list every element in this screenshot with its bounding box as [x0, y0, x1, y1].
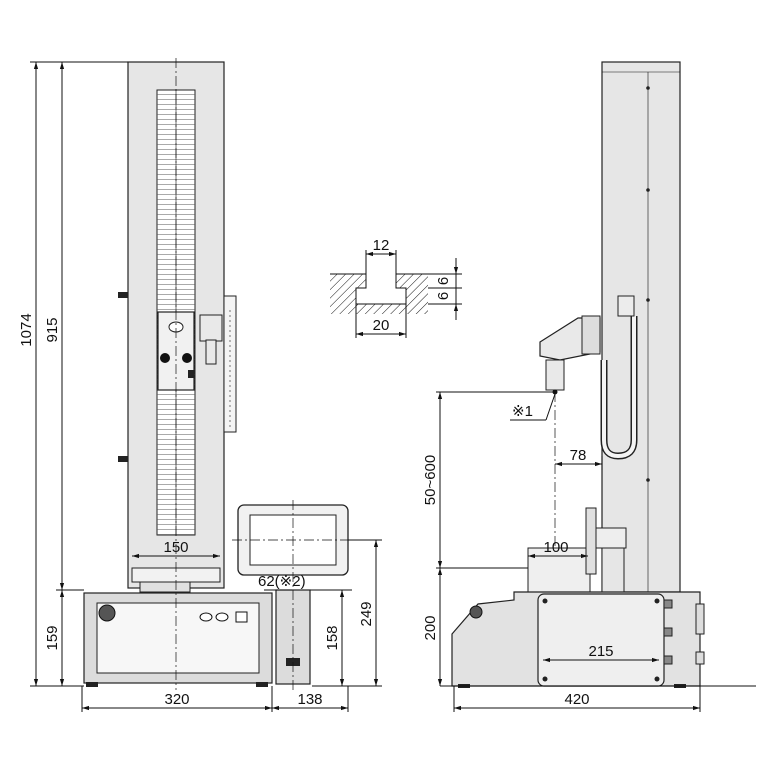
- slot-detail: 12 20 6 6: [330, 237, 462, 338]
- dim-side-inner-width: 215: [588, 643, 613, 660]
- dim-slot-depth-a: 6: [435, 277, 452, 285]
- dim-slot-depth-b: 6: [435, 292, 452, 300]
- dim-base-width: 320: [164, 691, 189, 708]
- dim-note: ※1: [512, 403, 533, 420]
- dim-table-width: 100: [543, 539, 568, 556]
- side-view: 50~600 200 ※1 78 100 215 420: [422, 61, 756, 712]
- dim-slot-bottom: 20: [373, 317, 390, 334]
- dim-slot-top: 12: [373, 237, 390, 254]
- dim-base-height: 159: [44, 625, 61, 650]
- dim-overall-depth: 420: [564, 691, 589, 708]
- front-view: 1074 915 159 150 320 138 62(※2) 158 249: [18, 58, 382, 712]
- dim-stroke: 50~600: [422, 455, 439, 505]
- dim-column-height: 915: [44, 317, 61, 342]
- dim-controller-note: 62(※2): [258, 573, 306, 590]
- dim-display-height: 249: [358, 601, 375, 626]
- dim-side-base-height: 200: [422, 615, 439, 640]
- dim-controller-height: 158: [324, 625, 341, 650]
- dim-column-width: 150: [163, 539, 188, 556]
- dim-controller-width: 138: [297, 691, 322, 708]
- dim-overall-height: 1074: [18, 313, 35, 346]
- side-column: [601, 61, 681, 593]
- dim-offset: 78: [570, 447, 587, 464]
